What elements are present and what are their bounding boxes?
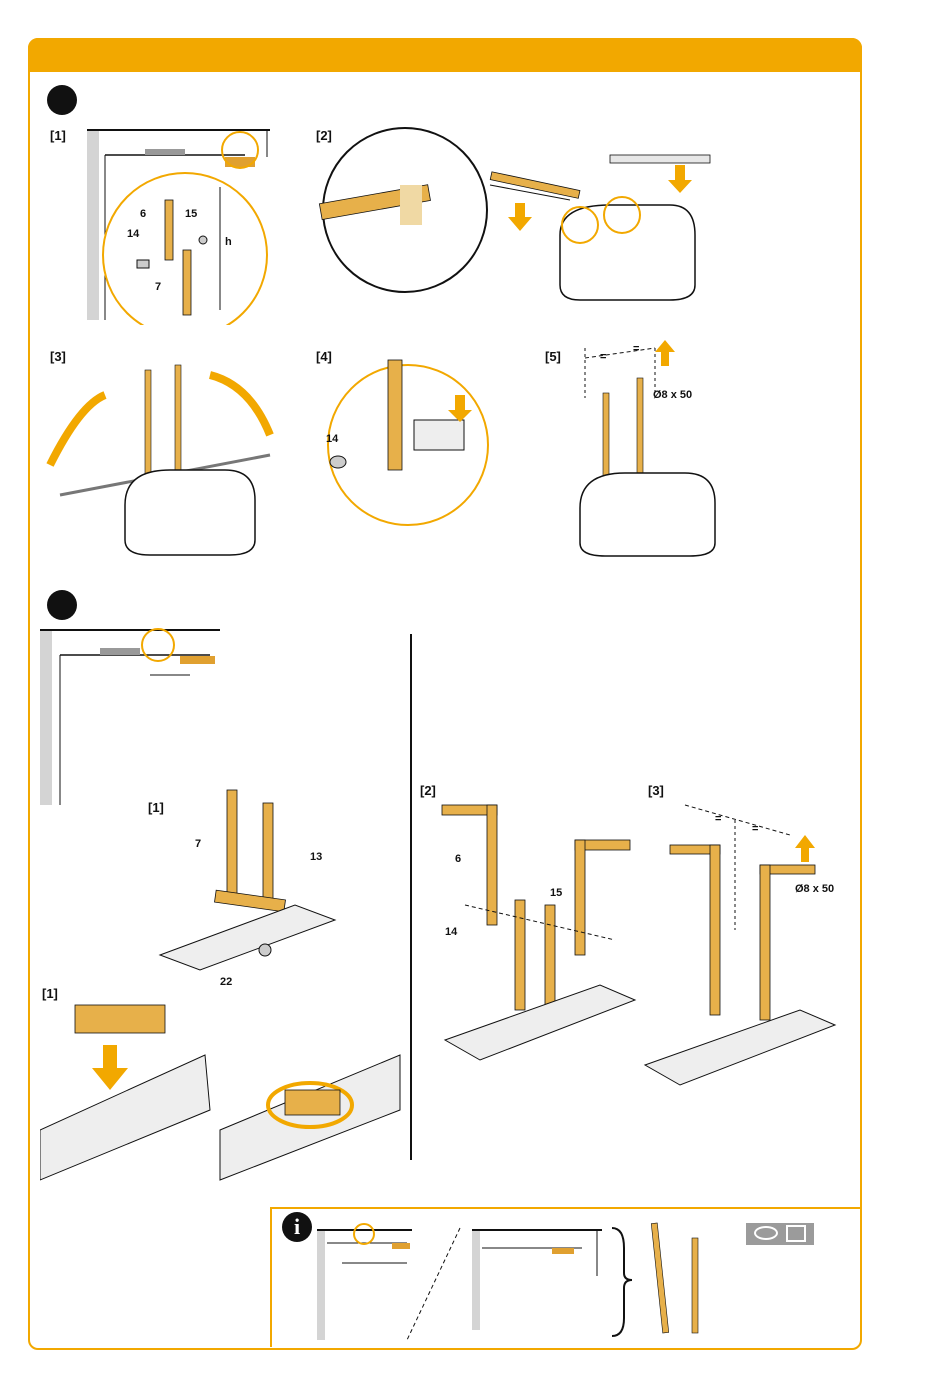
section-a-bullet [47, 85, 77, 115]
dimension-h-label: h [225, 236, 232, 248]
equal-right-label-b3: = [752, 823, 758, 835]
equal-left-label-b3: = [715, 813, 721, 825]
part-13-label: 13 [310, 851, 322, 863]
equal-right-label: = [633, 343, 639, 355]
figure-a2-brackets-on-motor [310, 125, 730, 315]
figure-a3-rotate-brackets [40, 355, 285, 565]
section-divider [410, 634, 412, 1160]
section-b-bullet [47, 590, 77, 620]
figure-b1-rail-bracket: 7 13 22 [155, 785, 340, 990]
view-manual-badge [746, 1223, 814, 1245]
part-6-label-b2: 6 [455, 853, 461, 865]
anchor-size-label-b3: Ø8 x 50 [795, 883, 834, 895]
info-icon: i [282, 1212, 312, 1242]
anchor-size-label: Ø8 x 50 [653, 389, 692, 401]
part-7-label: 7 [155, 281, 161, 293]
figure-b1-clip-on-rail [40, 1000, 410, 1185]
figure-a1-bracket-detail: 6 15 14 7 h [85, 125, 285, 325]
step-b1-bottom-label: [1] [42, 986, 58, 1001]
part-14-label-a4: 14 [326, 433, 339, 445]
equal-left-label: = [600, 351, 606, 363]
part-14-label-b2: 14 [445, 926, 458, 938]
figure-b3-ceiling-mount-rail: = = Ø8 x 50 [640, 790, 845, 1095]
figure-b2-assemble-brackets: 6 15 14 [440, 800, 640, 1070]
figure-a4-bolt-detail: 14 [318, 350, 498, 530]
part-6-label: 6 [140, 208, 146, 220]
part-7-label-b1: 7 [195, 838, 201, 850]
figure-b-side-view [40, 620, 240, 810]
part-14-label: 14 [127, 228, 140, 240]
step-a1-label: [1] [50, 128, 66, 143]
part-22-label: 22 [220, 976, 232, 988]
part-15-label-b2: 15 [550, 887, 562, 899]
manual-icon [786, 1225, 806, 1242]
figure-info-side-views [312, 1218, 732, 1343]
figure-a5-ceiling-mount: = = Ø8 x 50 [555, 338, 735, 563]
part-15-label: 15 [185, 208, 197, 220]
eye-icon [754, 1226, 778, 1240]
step-b2-label: [2] [420, 783, 436, 798]
